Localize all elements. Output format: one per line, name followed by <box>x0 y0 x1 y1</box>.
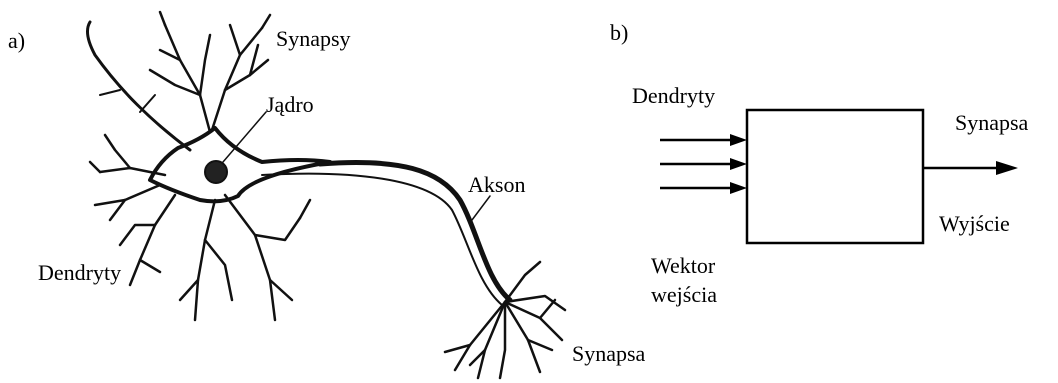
panel-b-label: b) <box>610 20 628 45</box>
dendrites-top <box>150 12 270 132</box>
output-arrowhead <box>996 161 1018 175</box>
label-dendryty-b: Dendryty <box>632 83 715 108</box>
panel-a: a) <box>8 12 646 378</box>
input-arrowhead <box>730 182 747 194</box>
axon-pointer <box>472 196 490 220</box>
label-jadro: Jądro <box>266 92 314 117</box>
label-dendryty-a: Dendryty <box>38 260 121 285</box>
input-arrows <box>660 134 747 194</box>
dendrites-left <box>90 135 165 220</box>
label-synapsy: Synapsy <box>276 26 351 51</box>
input-arrowhead <box>730 134 747 146</box>
label-synapsa-a: Synapsa <box>572 341 646 366</box>
output-arrow <box>923 161 1018 175</box>
dendrites-bottom <box>120 195 310 320</box>
label-synapsa-b: Synapsa <box>955 110 1029 135</box>
panel-b: b) Dendryty Synapsa Wyjście Wektor wejśc… <box>610 20 1029 307</box>
label-wejscia: wejścia <box>651 282 717 307</box>
label-wektor: Wektor <box>651 253 716 278</box>
axon-inner <box>262 174 502 305</box>
input-arrowhead <box>730 158 747 170</box>
axon-terminals <box>445 262 565 378</box>
neuron-box <box>747 110 923 243</box>
panel-a-label: a) <box>8 28 25 53</box>
label-akson: Akson <box>468 172 525 197</box>
label-wyjscie: Wyjście <box>939 211 1010 236</box>
nucleus <box>205 161 227 183</box>
